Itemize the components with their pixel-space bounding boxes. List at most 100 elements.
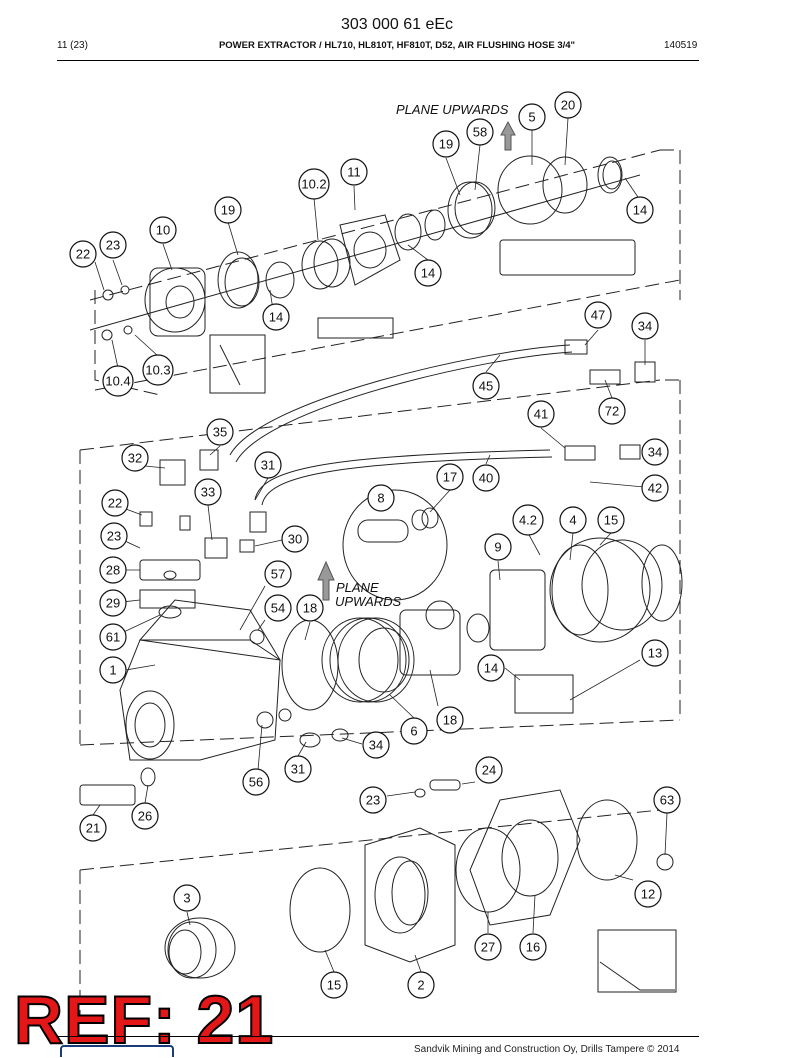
svg-text:34: 34 — [369, 738, 383, 753]
callout-21: 21 — [79, 814, 107, 842]
svg-text:5: 5 — [528, 110, 535, 125]
svg-text:47: 47 — [591, 308, 605, 323]
svg-text:32: 32 — [128, 451, 142, 466]
callout-15: 15 — [597, 506, 625, 534]
sandvik-logo — [60, 1045, 174, 1057]
svg-text:41: 41 — [534, 407, 548, 422]
svg-text:2: 2 — [417, 978, 424, 993]
svg-text:14: 14 — [484, 661, 498, 676]
header-divider — [57, 60, 699, 61]
svg-text:30: 30 — [288, 532, 302, 547]
callout-11: 11 — [340, 158, 368, 186]
callout-22: 22 — [101, 489, 129, 517]
svg-text:58: 58 — [473, 125, 487, 140]
svg-text:18: 18 — [303, 601, 317, 616]
callout-35: 35 — [206, 418, 234, 446]
footer-copyright: Sandvik Mining and Construction Oy, Dril… — [414, 1044, 680, 1055]
svg-text:35: 35 — [213, 425, 227, 440]
callout-4: 4 — [559, 506, 587, 534]
callout-1: 1 — [99, 656, 127, 684]
svg-text:23: 23 — [106, 238, 120, 253]
svg-text:4.2: 4.2 — [519, 513, 537, 528]
callout-10: 10 — [149, 216, 177, 244]
svg-text:9: 9 — [494, 540, 501, 555]
svg-text:24: 24 — [482, 763, 496, 778]
svg-text:3: 3 — [183, 891, 190, 906]
plane-upwards-arrows — [317, 120, 516, 601]
callout-23: 23 — [99, 231, 127, 259]
svg-text:34: 34 — [648, 445, 662, 460]
callout-2: 2 — [407, 971, 435, 999]
callout-10.2: 10.2 — [298, 168, 330, 200]
callout-12: 12 — [634, 880, 662, 908]
svg-text:56: 56 — [249, 775, 263, 790]
upwards-label-middle: UPWARDS — [335, 594, 402, 609]
svg-text:31: 31 — [291, 762, 305, 777]
svg-text:1: 1 — [109, 663, 116, 678]
callout-10.3: 10.3 — [142, 354, 174, 386]
piston-set-9 — [489, 569, 546, 651]
document-title: POWER EXTRACTOR / HL710, HL810T, HF810T,… — [218, 40, 576, 51]
svg-text:61: 61 — [106, 630, 120, 645]
callout-14: 14 — [262, 303, 290, 331]
callout-34: 34 — [362, 731, 390, 759]
callout-34: 34 — [631, 312, 659, 340]
svg-text:28: 28 — [106, 563, 120, 578]
svg-text:23: 23 — [366, 793, 380, 808]
callout-13: 13 — [641, 639, 669, 667]
callout-57: 57 — [264, 560, 292, 588]
svg-text:18: 18 — [443, 713, 457, 728]
plane-label-middle: PLANE — [336, 580, 379, 595]
svg-text:22: 22 — [76, 247, 90, 262]
callout-4.2: 4.2 — [512, 504, 544, 536]
reference-stamp: REF: 21 — [13, 982, 275, 1058]
callout-19: 19 — [214, 196, 242, 224]
svg-text:21: 21 — [86, 821, 100, 836]
svg-text:12: 12 — [641, 887, 655, 902]
svg-text:14: 14 — [421, 266, 435, 281]
svg-text:17: 17 — [443, 470, 457, 485]
svg-text:34: 34 — [638, 319, 652, 334]
callout-54: 54 — [264, 594, 292, 622]
callout-18: 18 — [436, 706, 464, 734]
svg-text:16: 16 — [526, 940, 540, 955]
air-flushing-hoses — [159, 339, 656, 559]
callout-26: 26 — [131, 802, 159, 830]
callout-8: 8 — [367, 484, 395, 512]
callout-5: 5 — [518, 103, 546, 131]
svg-text:29: 29 — [106, 596, 120, 611]
lower-flange-assembly — [164, 779, 677, 993]
callout-6: 6 — [400, 717, 428, 745]
callout-32: 32 — [121, 444, 149, 472]
callout-22: 22 — [69, 240, 97, 268]
svg-text:40: 40 — [479, 471, 493, 486]
svg-text:22: 22 — [108, 496, 122, 511]
svg-text:63: 63 — [660, 793, 674, 808]
svg-text:14: 14 — [269, 310, 283, 325]
svg-text:19: 19 — [221, 203, 235, 218]
callout-41: 41 — [527, 400, 555, 428]
svg-text:27: 27 — [481, 940, 495, 955]
callout-58: 58 — [466, 118, 494, 146]
middle-housing-assembly — [79, 489, 683, 806]
callout-28: 28 — [99, 556, 127, 584]
callout-3: 3 — [173, 884, 201, 912]
callout-42: 42 — [641, 474, 669, 502]
callout-23: 23 — [359, 786, 387, 814]
document-code: 140519 — [664, 40, 698, 51]
callout-29: 29 — [99, 589, 127, 617]
svg-text:26: 26 — [138, 809, 152, 824]
assembly-frame-lines — [79, 149, 681, 1030]
svg-text:20: 20 — [561, 98, 575, 113]
callout-10.4: 10.4 — [102, 365, 134, 397]
svg-text:23: 23 — [107, 529, 121, 544]
callout-63: 63 — [653, 786, 681, 814]
callout-40: 40 — [472, 464, 500, 492]
svg-text:10: 10 — [156, 223, 170, 238]
svg-text:10.3: 10.3 — [145, 363, 170, 378]
callout-24: 24 — [475, 756, 503, 784]
callout-27: 27 — [474, 933, 502, 961]
svg-text:6: 6 — [410, 724, 417, 739]
upper-motor-assembly — [89, 155, 641, 394]
